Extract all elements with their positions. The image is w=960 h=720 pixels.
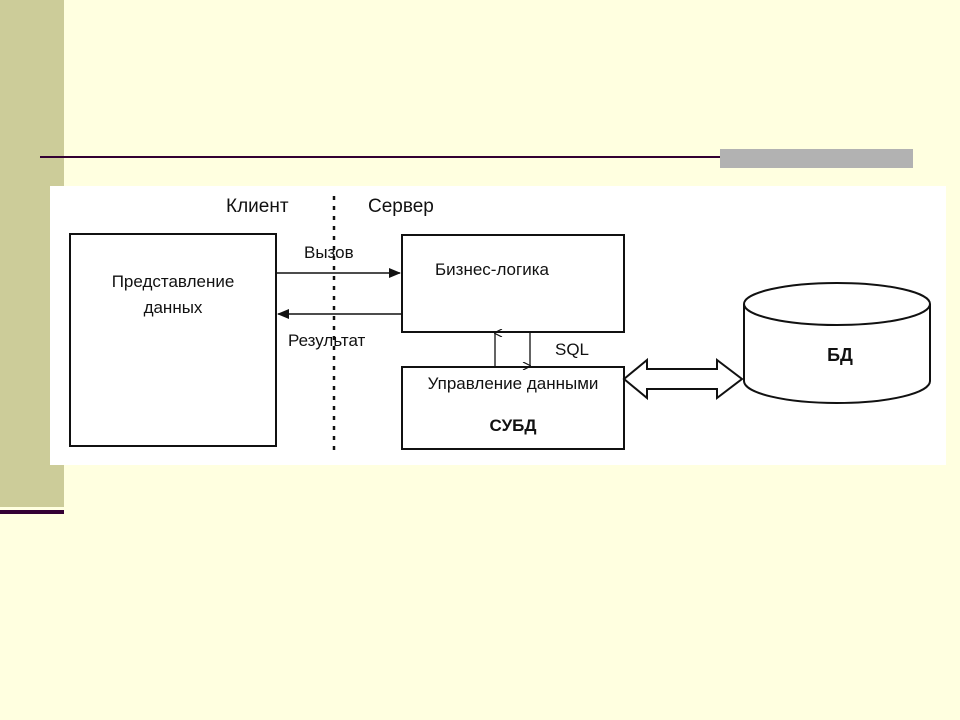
architecture-diagram: Клиент Сервер Представление данных Бизне… (50, 186, 946, 465)
title-divider-line (40, 156, 913, 158)
business-logic-block (401, 234, 625, 333)
sql-label: SQL (555, 340, 589, 359)
presentation-block (69, 233, 277, 447)
presentation-label-line2: данных (144, 298, 203, 317)
diagram-canvas: Клиент Сервер Представление данных Бизне… (69, 196, 931, 451)
result-arrow-label: Результат (288, 331, 366, 350)
database-label: БД (827, 345, 853, 365)
data-management-label: Управление данными (428, 374, 599, 393)
server-zone-label: Сервер (368, 196, 434, 217)
accent-gray-block (720, 149, 913, 168)
side-accent-bar (0, 510, 64, 514)
dbms-block (401, 366, 625, 450)
call-arrow-label: Вызов (304, 243, 354, 262)
presentation-label-line1: Представление (112, 272, 235, 291)
database-cylinder (743, 282, 931, 404)
client-zone-label: Клиент (226, 196, 289, 217)
business-logic-label: Бизнес-логика (435, 260, 550, 279)
dbms-label: СУБД (490, 416, 537, 435)
bidirectional-arrow (622, 357, 744, 401)
